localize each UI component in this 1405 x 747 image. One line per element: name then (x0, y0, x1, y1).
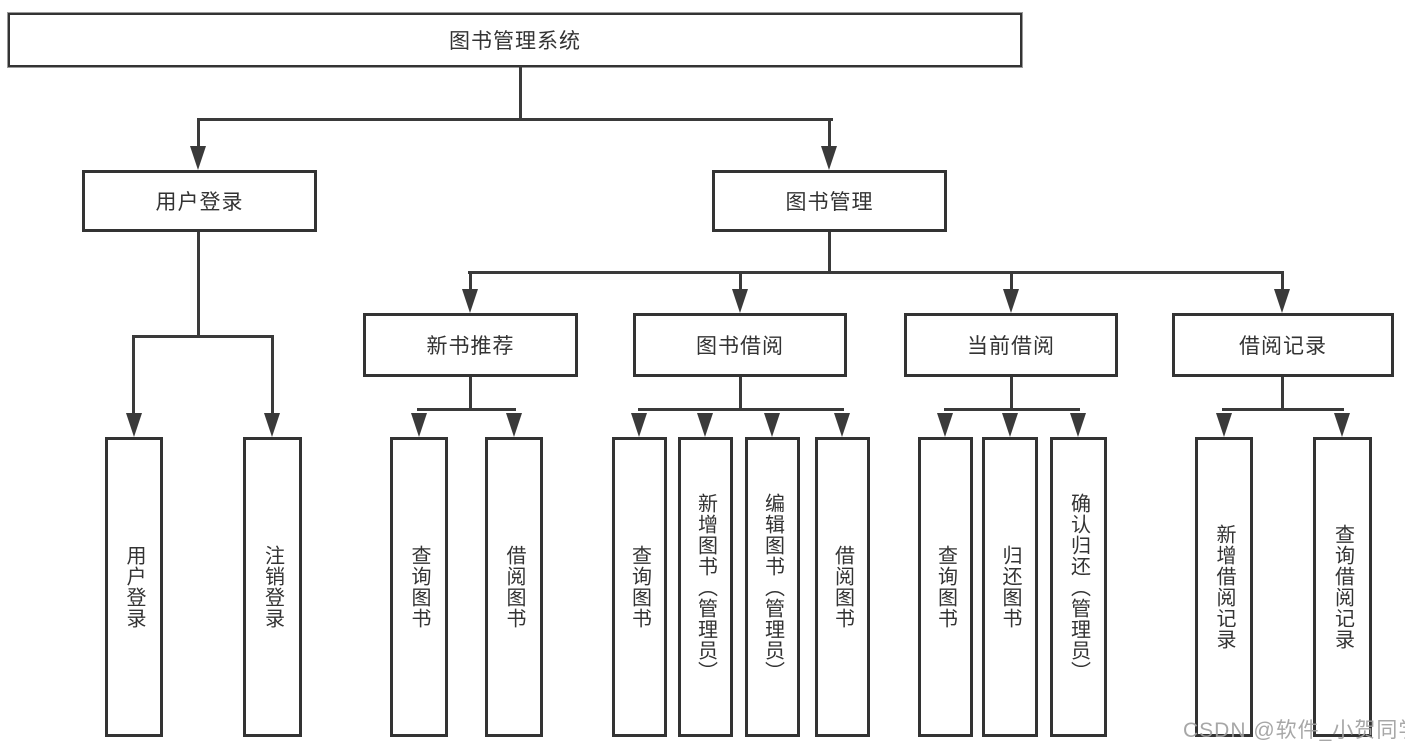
leaf-borrow-books-recommend-label: 借阅图书 (503, 545, 525, 629)
node-root: 图书管理系统 (8, 13, 1022, 67)
leaf-query-books-borrow-label: 查询图书 (628, 545, 651, 629)
leaf-add-borrow-record: 新增借阅记录 (1195, 437, 1253, 737)
connector-line (469, 271, 472, 293)
connector-line (1281, 377, 1284, 411)
leaf-user-login-label: 用户登录 (123, 545, 145, 629)
leaf-edit-book-admin: 编辑图书（管理员） (745, 437, 800, 737)
arrow-down-icon (506, 413, 522, 437)
arrow-down-icon (732, 289, 748, 313)
connector-line (197, 118, 200, 150)
node-new-book-recommend: 新书推荐 (363, 313, 578, 377)
arrow-down-icon (821, 146, 837, 170)
leaf-return-book: 归还图书 (982, 437, 1038, 737)
connector-line (197, 118, 833, 121)
arrow-down-icon (1070, 413, 1086, 437)
csdn-watermark: CSDN @软件_小贺同学 (1183, 719, 1405, 742)
leaf-add-borrow-record-label: 新增借阅记录 (1213, 524, 1235, 650)
connector-line (519, 66, 522, 121)
leaf-edit-book-admin-label: 编辑图书（管理员） (761, 492, 784, 682)
connector-line (739, 271, 742, 293)
leaf-add-book-admin-label: 新增图书（管理员） (694, 492, 717, 682)
node-current-borrow-label: 当前借阅 (967, 335, 1055, 358)
leaf-return-book-label: 归还图书 (999, 545, 1021, 629)
leaf-add-book-admin: 新增图书（管理员） (678, 437, 733, 737)
arrow-down-icon (631, 413, 647, 437)
connector-line (828, 232, 831, 274)
leaf-query-borrow-record: 查询借阅记录 (1313, 437, 1372, 737)
arrow-down-icon (126, 413, 142, 437)
connector-line (1010, 271, 1013, 293)
leaf-query-books-borrow: 查询图书 (612, 437, 667, 737)
arrow-down-icon (764, 413, 780, 437)
connector-line (132, 335, 274, 338)
node-user-login-label: 用户登录 (155, 191, 244, 214)
leaf-borrow-book-label: 借阅图书 (831, 545, 854, 629)
leaf-logout-label: 注销登录 (261, 545, 284, 629)
arrow-down-icon (1334, 413, 1350, 437)
connector-line (739, 377, 742, 411)
connector-line (1010, 377, 1013, 411)
connector-line (944, 408, 1080, 411)
connector-line (468, 271, 1283, 274)
connector-line (638, 408, 844, 411)
leaf-query-books-recommend-label: 查询图书 (408, 545, 430, 629)
node-book-management: 图书管理 (712, 170, 947, 232)
leaf-borrow-book: 借阅图书 (815, 437, 870, 737)
leaf-user-login: 用户登录 (105, 437, 163, 737)
leaf-query-books-current-label: 查询图书 (934, 545, 957, 629)
node-book-management-label: 图书管理 (785, 191, 874, 214)
leaf-query-borrow-record-label: 查询借阅记录 (1331, 524, 1354, 650)
connector-line (469, 377, 472, 411)
leaf-confirm-return-admin: 确认归还（管理员） (1050, 437, 1107, 737)
arrow-down-icon (1003, 289, 1019, 313)
node-borrow-records: 借阅记录 (1172, 313, 1394, 377)
arrow-down-icon (411, 413, 427, 437)
arrow-down-icon (1274, 289, 1290, 313)
arrow-down-icon (834, 413, 850, 437)
arrow-down-icon (937, 413, 953, 437)
connector-line (271, 335, 274, 420)
leaf-borrow-books-recommend: 借阅图书 (485, 437, 543, 737)
arrow-down-icon (190, 146, 206, 170)
arrow-down-icon (264, 413, 280, 437)
node-root-label: 图书管理系统 (449, 30, 581, 53)
arrow-down-icon (697, 413, 713, 437)
arrow-down-icon (1216, 413, 1232, 437)
node-user-login: 用户登录 (82, 170, 317, 232)
node-current-borrow: 当前借阅 (904, 313, 1118, 377)
connector-line (197, 232, 200, 338)
connector-line (417, 408, 516, 411)
arrow-down-icon (1002, 413, 1018, 437)
connector-line (1281, 271, 1284, 293)
node-book-borrow-label: 图书借阅 (696, 335, 784, 358)
leaf-query-books-current: 查询图书 (918, 437, 973, 737)
leaf-confirm-return-admin-label: 确认归还（管理员） (1067, 492, 1090, 682)
leaf-query-books-recommend: 查询图书 (390, 437, 448, 737)
connector-line (828, 118, 831, 150)
node-new-book-recommend-label: 新书推荐 (426, 335, 515, 358)
arrow-down-icon (462, 289, 478, 313)
node-borrow-records-label: 借阅记录 (1239, 335, 1327, 358)
node-book-borrow: 图书借阅 (633, 313, 847, 377)
connector-line (1222, 408, 1344, 411)
connector-line (132, 335, 135, 420)
leaf-logout: 注销登录 (243, 437, 302, 737)
